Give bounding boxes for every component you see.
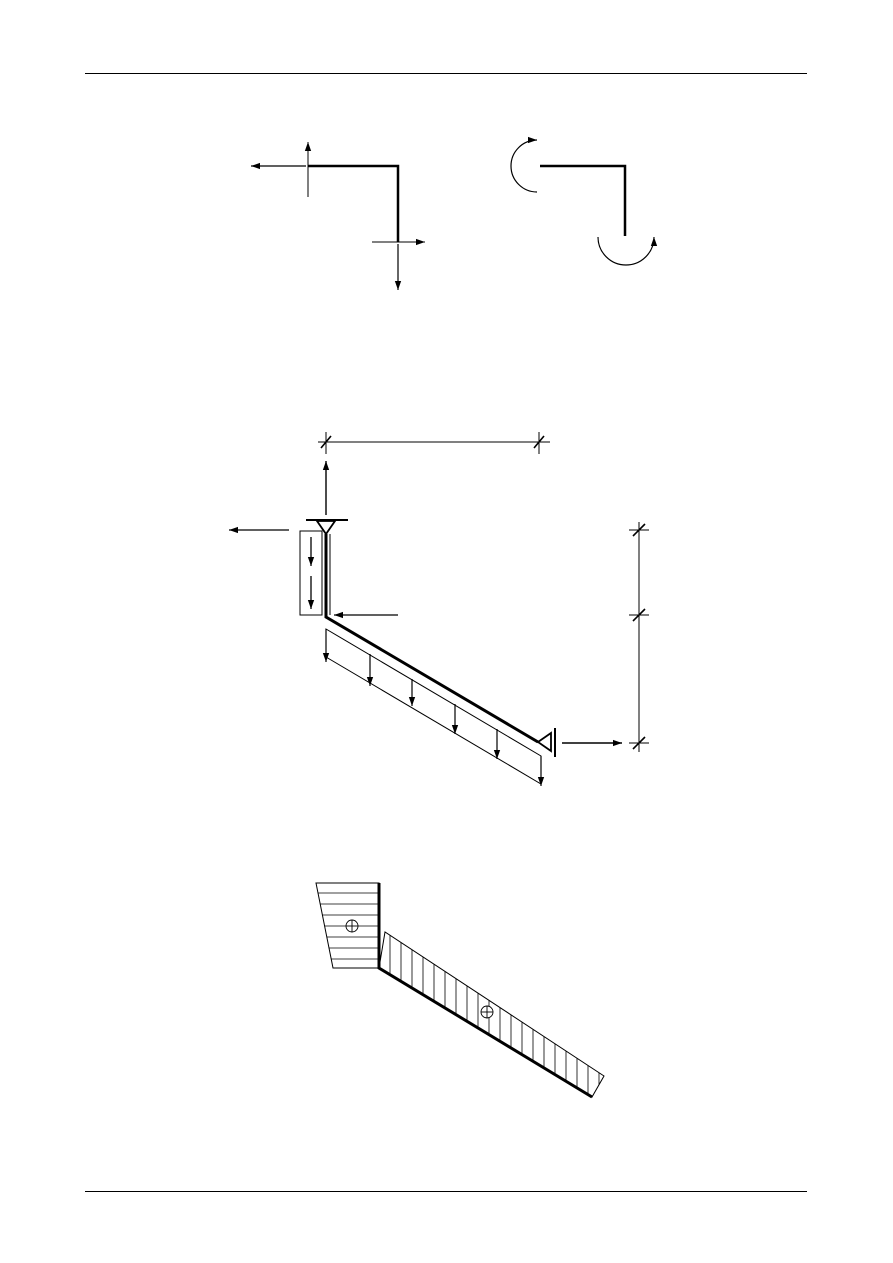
- dimension-tick-top: [632, 523, 646, 537]
- lower-positive-sign: [480, 1005, 494, 1019]
- lower-diagram-area: [378, 931, 605, 1098]
- diagram-frame-axis: [377, 883, 593, 1099]
- lower-hatching: [389, 932, 600, 1097]
- header-rule: [85, 73, 807, 74]
- frame-member: [324, 534, 539, 744]
- upper-positive-sign: [345, 919, 359, 933]
- inclined-load-outline: [325, 628, 542, 785]
- vertical-load-box: [299, 530, 323, 616]
- frame-element-left: [308, 164, 400, 242]
- moment-arrow-bottom: [597, 236, 658, 266]
- dimension-tick-right: [533, 435, 545, 449]
- sign-convention-moments: [510, 136, 658, 266]
- dimension-tick-mid: [632, 608, 646, 622]
- moment-arrow-left: [510, 136, 538, 193]
- support-right-triangle: [536, 731, 552, 753]
- frame-element-right: [540, 164, 627, 236]
- sign-convention-forces: [251, 142, 425, 290]
- frame-loading-schematic: [229, 432, 649, 786]
- dimension-tick-left: [320, 435, 332, 449]
- upper-diagram-area: [315, 882, 380, 969]
- footer-rule: [85, 1191, 807, 1192]
- internal-force-diagram: [315, 882, 605, 1099]
- upper-hatching: [316, 892, 379, 960]
- support-top-triangle: [315, 520, 337, 536]
- dimension-tick-bottom: [632, 736, 646, 750]
